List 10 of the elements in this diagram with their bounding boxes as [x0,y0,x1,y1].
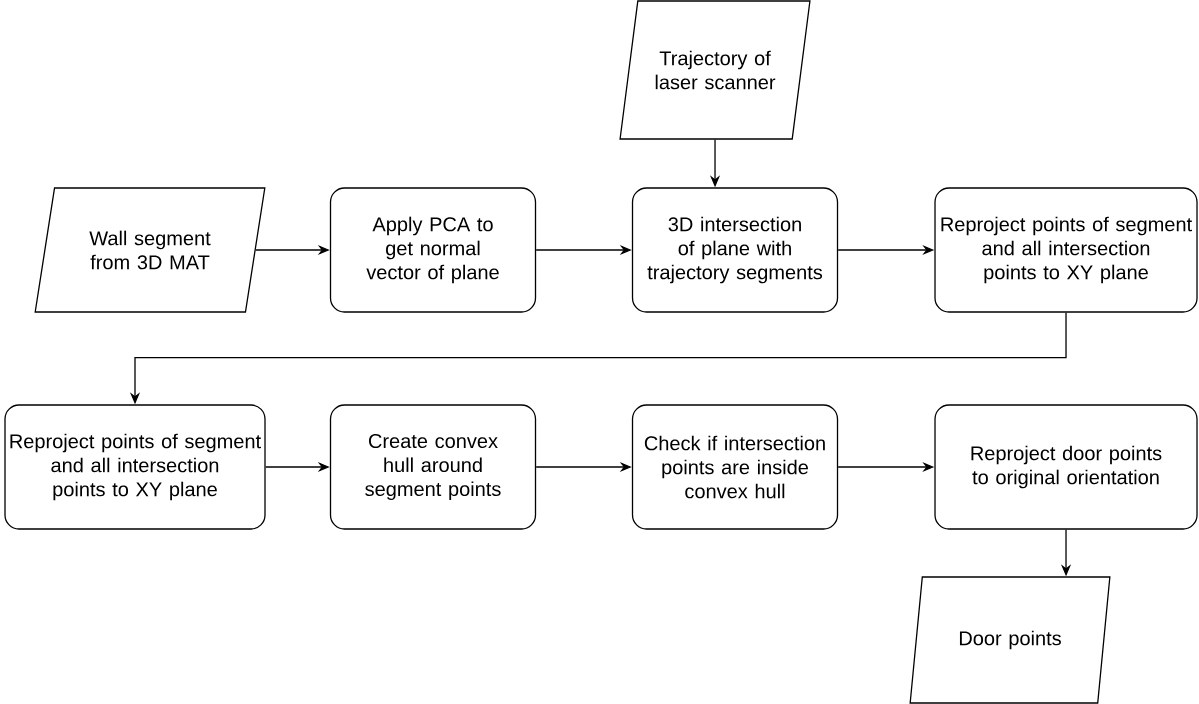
process-box: Create convex hull around segment points [329,404,537,530]
process-box: 3D intersection of plane with trajectory segments [631,187,839,313]
process-box: Reproject door points to original orientation [934,404,1198,530]
data-parallelogram: Trajectory of laser scanner [619,0,811,140]
process-box: Reproject points of segment and all intersection points to XY plane [4,404,266,530]
process-box: Check if intersection points are inside convex hull [631,404,839,530]
process-box: Apply PCA to get normal vector of plane [329,187,537,313]
data-parallelogram: Wall segment from 3D MAT [34,187,266,313]
process-box: Reproject points of segment and all intersection points to XY plane [934,187,1198,313]
data-parallelogram: Door points [909,576,1111,704]
